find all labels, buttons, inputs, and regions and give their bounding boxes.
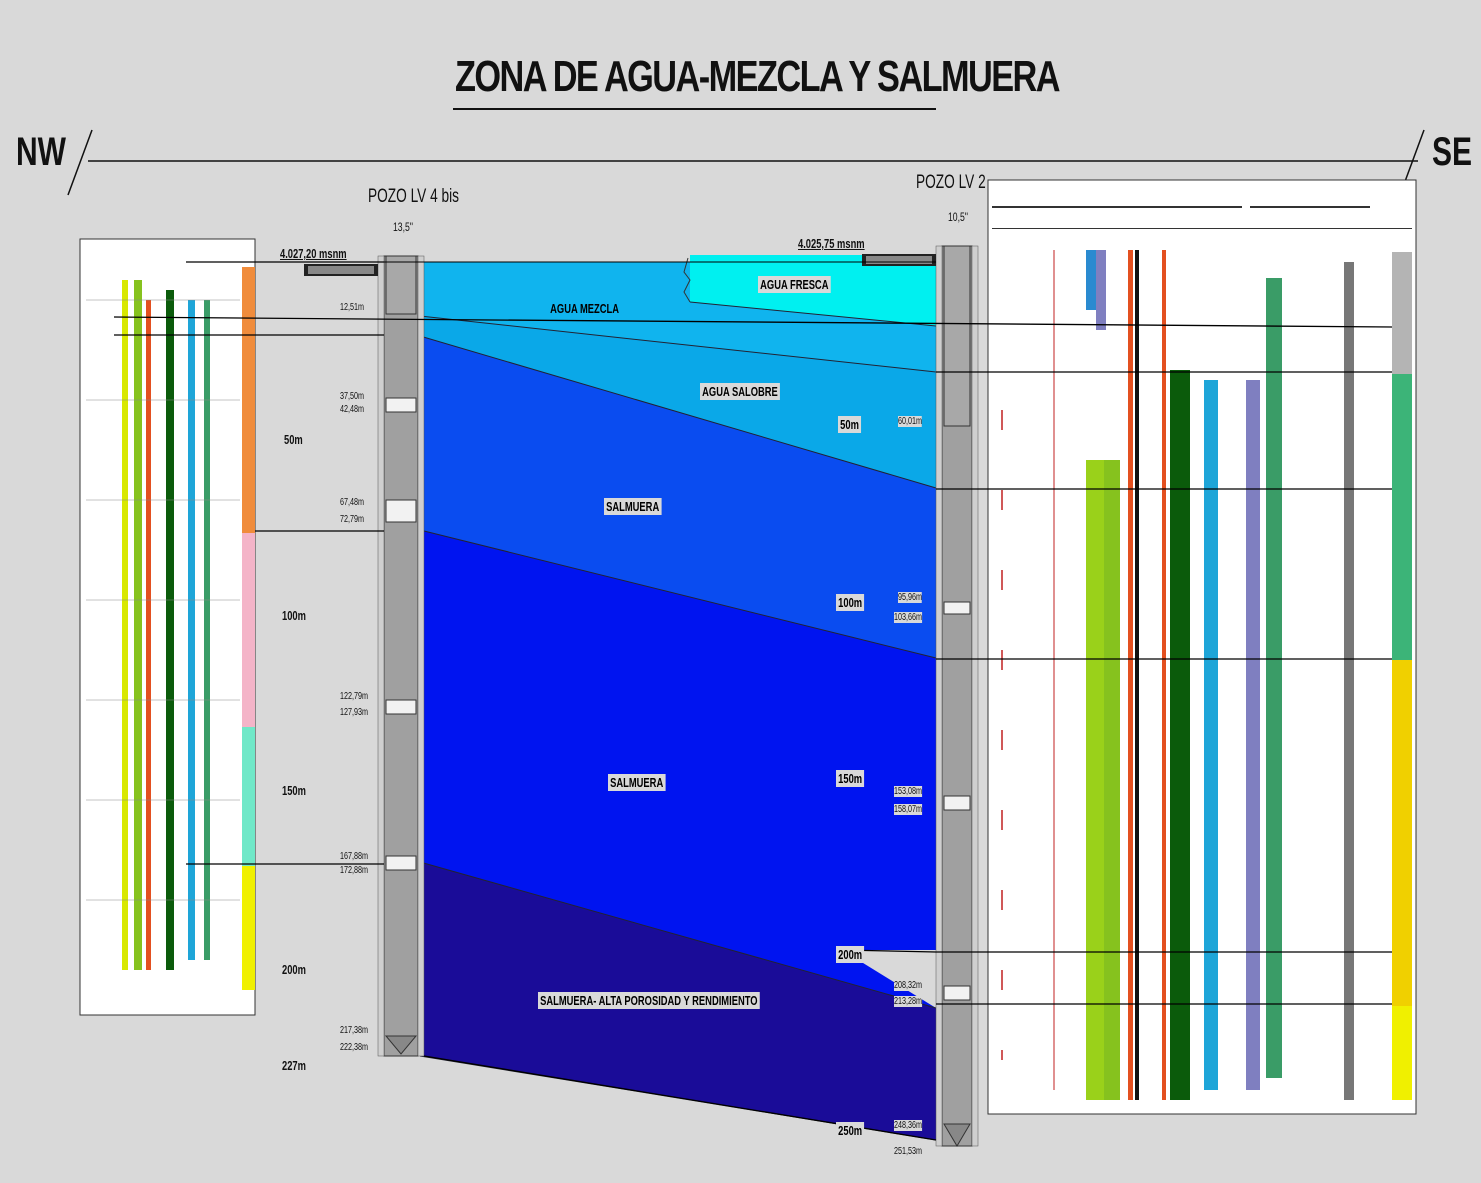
title-underline	[453, 108, 936, 110]
depth-mark: 60,01m	[898, 416, 923, 427]
right-log-panel	[987, 179, 1417, 1115]
scale-label: 150m	[282, 783, 306, 798]
zone-label-salmuera-alta-porosidad: SALMUERA- ALTA POROSIDAD Y RENDIMIENTO	[538, 992, 760, 1009]
depth-mark: 158,07m	[894, 804, 923, 815]
zone-label-salmuera-2: SALMUERA	[608, 774, 666, 791]
depth-mark: 67,48m	[340, 497, 365, 508]
depth-mark: 72,79m	[340, 514, 365, 525]
depth-mark: 222,38m	[340, 1042, 369, 1053]
zone-salmuera-2	[420, 530, 936, 1008]
well-lv4bis-elevation: 4.027,20 msnm	[280, 246, 347, 261]
depth-mark: 103,66m	[894, 612, 923, 623]
depth-mark: 153,08m	[894, 786, 923, 797]
depth-mark: 37,50m	[340, 391, 365, 402]
diagram-title: ZONA DE AGUA-MEZCLA Y SALMUERA	[455, 52, 1061, 101]
well-lv2	[862, 245, 979, 1147]
fresh-water-boundary	[683, 257, 691, 303]
direction-nw: NW	[16, 130, 66, 174]
depth-mark: 122,79m	[340, 691, 369, 702]
depth-mark: 172,88m	[340, 865, 369, 876]
scale-label: 200m	[282, 962, 306, 977]
zone-agua-salobre	[420, 316, 936, 488]
depth-mark: 95,96m	[898, 592, 923, 603]
depth-mark: 213,28m	[894, 996, 923, 1007]
direction-se: SE	[1432, 130, 1473, 174]
well-lv4bis-diameter: 13,5"	[393, 220, 413, 234]
scale-label: 200m	[836, 946, 865, 963]
scale-label: 50m	[838, 416, 862, 433]
scale-label: 100m	[282, 608, 306, 623]
well-lv2-name: POZO LV 2	[916, 172, 986, 193]
depth-mark: 42,48m	[340, 404, 365, 415]
depth-mark: 217,38m	[340, 1025, 369, 1036]
depth-mark: 167,88m	[340, 851, 369, 862]
depth-mark: 127,93m	[340, 707, 369, 718]
scale-label: 150m	[836, 770, 865, 787]
zone-agua-mezcla	[420, 262, 936, 372]
nw-break-mark	[67, 129, 93, 196]
zone-label-agua-salobre: AGUA SALOBRE	[700, 383, 780, 400]
zone-label-agua-fresca: AGUA FRESCA	[758, 276, 831, 293]
depth-mark: 208,32m	[894, 980, 923, 991]
scale-label: 250m	[836, 1122, 865, 1139]
scale-label: 227m	[282, 1058, 306, 1073]
scale-label: 50m	[284, 432, 303, 447]
zone-salmuera-1	[420, 336, 936, 658]
well-lv2-elevation: 4.025,75 msnm	[798, 236, 865, 251]
zone-label-agua-mezcla: AGUA MEZCLA	[550, 301, 619, 316]
zone-label-salmuera-1: SALMUERA	[604, 498, 662, 515]
well-lv4bis	[304, 255, 425, 1057]
well-lv4bis-name: POZO LV 4 bis	[368, 186, 459, 207]
depth-mark: 251,53m	[894, 1146, 923, 1157]
well-lv2-diameter: 10,5"	[948, 210, 968, 224]
depth-mark: 248,36m	[894, 1120, 923, 1131]
scale-label: 100m	[836, 594, 865, 611]
left-log-panel	[79, 238, 256, 1016]
depth-mark: 12,51m	[340, 302, 365, 313]
